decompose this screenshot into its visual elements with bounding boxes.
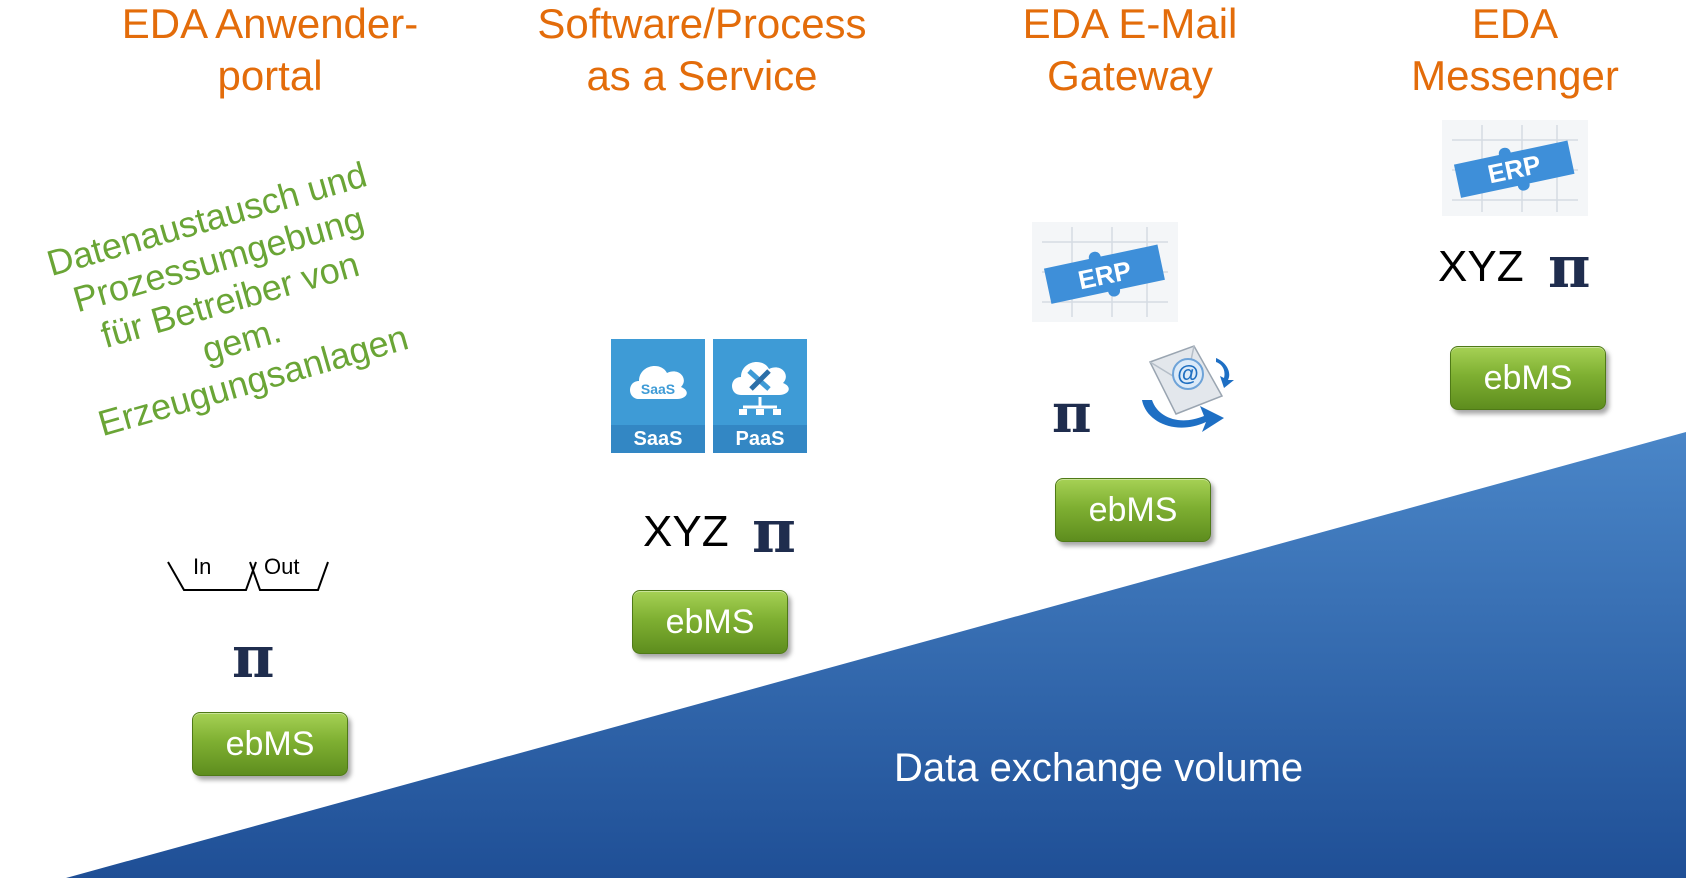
ebms-button-col4: ebMS: [1450, 346, 1606, 410]
column-title-software-process-service: Software/Process as a Service: [537, 0, 867, 99]
pi-logo-icon: π: [1548, 233, 1591, 301]
erp-puzzle-icon: ERP: [1032, 222, 1178, 322]
data-exchange-volume-label: Data exchange volume: [894, 746, 1304, 790]
email-at-icon: @: [1142, 345, 1234, 432]
pi-logo-icon: π: [752, 497, 796, 567]
paas-tools-icon: [732, 362, 789, 415]
xyz-label-col2: XYZ: [643, 507, 729, 556]
in-out-brackets: [167, 561, 329, 591]
ebms-button-col1: ebMS: [192, 712, 348, 776]
saas-label: SaaS: [611, 425, 705, 453]
ebms-button-col3: ebMS: [1055, 478, 1211, 542]
column-title-messenger: EDA Messenger: [1411, 0, 1619, 99]
pi-logo-icon: π: [1052, 381, 1092, 445]
in-label: In: [193, 554, 212, 579]
saas-cloud-label: SaaS: [641, 381, 675, 397]
column-title-anwenderportal: EDA Anwender- portal: [121, 0, 419, 99]
email-at-symbol: @: [1177, 361, 1198, 386]
xyz-label-col4: XYZ: [1438, 242, 1524, 291]
paas-tile: PaaS: [713, 339, 807, 453]
saas-tile: SaaS SaaS: [611, 339, 705, 453]
pi-logo-icon: π: [232, 623, 275, 691]
column-title-email-gateway: EDA E-Mail Gateway: [1022, 0, 1238, 99]
saas-cloud-icon: SaaS: [630, 366, 687, 399]
ebms-button-col2: ebMS: [632, 590, 788, 654]
erp-puzzle-icon: ERP: [1442, 120, 1588, 216]
out-label: Out: [264, 554, 300, 579]
paas-label: PaaS: [713, 425, 807, 453]
